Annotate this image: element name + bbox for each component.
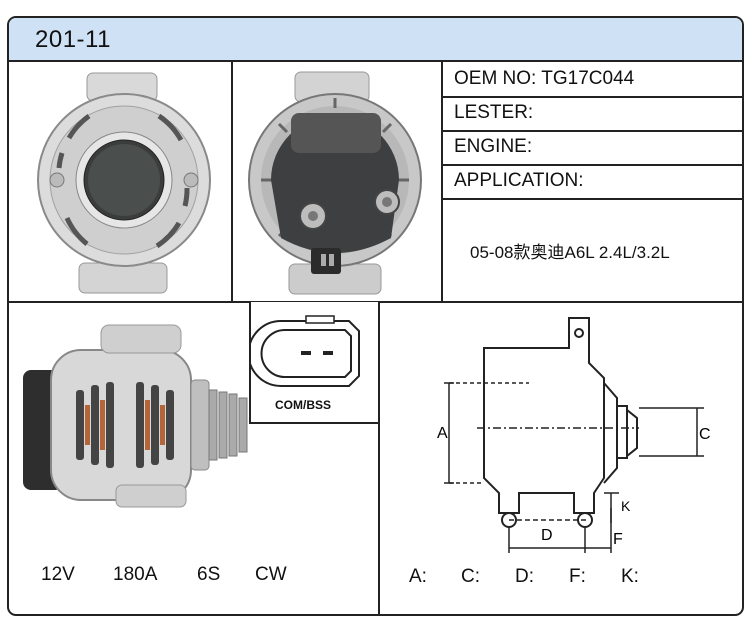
dimension-field-d: D: (515, 566, 534, 587)
amperage-rating: 180A (113, 564, 158, 585)
grid-divider (441, 130, 742, 132)
lester-field: LESTER: (454, 102, 534, 123)
alternator-side-photo (23, 324, 248, 508)
grid-divider (441, 164, 742, 166)
grid-divider (231, 62, 233, 302)
part-number-title: 201-11 (35, 26, 111, 53)
connector-box: COM/BSS (249, 302, 380, 424)
rotation-rating: CW (255, 564, 287, 585)
voltage-rating: 12V (41, 564, 75, 585)
grid-divider (441, 62, 443, 302)
connector-label: COM/BSS (275, 398, 332, 412)
pulley-rating: 6S (197, 564, 221, 585)
dimension-field-k: K: (621, 566, 639, 587)
dim-label-f: F (613, 531, 623, 548)
dim-label-d: D (541, 527, 553, 544)
header-bar: 201-11 (9, 18, 742, 62)
dim-label-a: A (437, 425, 448, 442)
alternator-rear-photo (248, 71, 422, 295)
product-spec-sheet: 201-11 OEM NO: TG17C044 LESTER: ENGINE: … (7, 16, 744, 616)
oem-number: OEM NO: TG17C044 (454, 68, 635, 89)
grid-divider (441, 96, 742, 98)
engine-field: ENGINE: (454, 136, 533, 157)
dimension-diagram: A C D F K (437, 317, 711, 553)
application-field: APPLICATION: (454, 170, 584, 191)
dim-label-k: K (621, 498, 631, 514)
dimension-field-c: C: (461, 566, 480, 587)
dimension-field-a: A: (409, 566, 427, 587)
grid-divider (378, 301, 380, 614)
application-value: 05-08款奥迪A6L 2.4L/3.2L (470, 243, 670, 262)
grid-divider (441, 198, 742, 200)
alternator-front-photo (37, 72, 211, 294)
connector-pinout-diagram (251, 315, 360, 387)
dimension-field-f: F: (569, 566, 586, 587)
dim-label-c: C (699, 426, 711, 443)
